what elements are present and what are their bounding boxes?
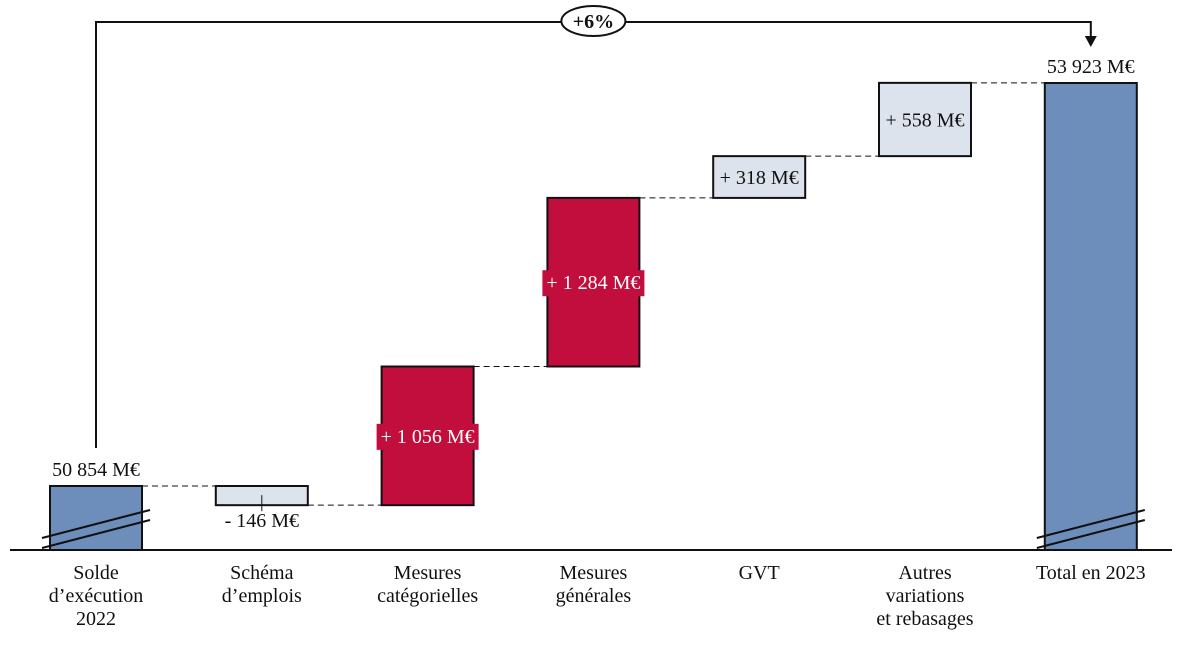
bar-6 xyxy=(1043,82,1138,551)
category-label: d’exécution xyxy=(49,585,143,607)
data-label-2: + 1 056 M€ xyxy=(381,426,475,448)
category-label: Mesures xyxy=(394,562,462,584)
growth-badge xyxy=(560,5,627,37)
category-label: 2022 xyxy=(76,608,116,630)
category-label: et rebasages xyxy=(876,608,973,630)
category-label: Solde xyxy=(73,562,119,584)
axis-break-mark xyxy=(41,509,151,539)
category-label: Schéma xyxy=(230,562,293,584)
data-label-bg xyxy=(542,270,645,297)
data-label-0: 50 854 M€ xyxy=(52,459,140,481)
data-label-1: - 146 M€ xyxy=(225,510,299,532)
data-label-3: + 1 284 M€ xyxy=(546,272,640,294)
data-label-4: + 318 M€ xyxy=(720,167,799,189)
axis-break-mark xyxy=(41,519,151,549)
data-label-bg xyxy=(376,423,479,450)
category-label: Autres xyxy=(898,562,952,584)
arrow-head-icon xyxy=(1084,36,1097,47)
category-label: catégorielles xyxy=(377,585,478,607)
category-label: GVT xyxy=(739,562,780,584)
data-label-5: + 558 M€ xyxy=(885,110,964,132)
bar-0 xyxy=(49,485,143,551)
axis-break-mark xyxy=(1036,519,1146,549)
growth-annotation: +6% xyxy=(573,11,614,33)
bar-4 xyxy=(712,155,807,199)
category-label: variations xyxy=(886,585,965,607)
category-label: générales xyxy=(556,585,632,607)
bar-5 xyxy=(878,81,972,158)
category-label: d’emplois xyxy=(222,585,302,607)
axis-break-mark xyxy=(1036,509,1146,539)
category-label: Total en 2023 xyxy=(1036,562,1146,584)
data-label-6: 53 923 M€ xyxy=(1047,56,1135,78)
category-label: Mesures xyxy=(560,562,628,584)
